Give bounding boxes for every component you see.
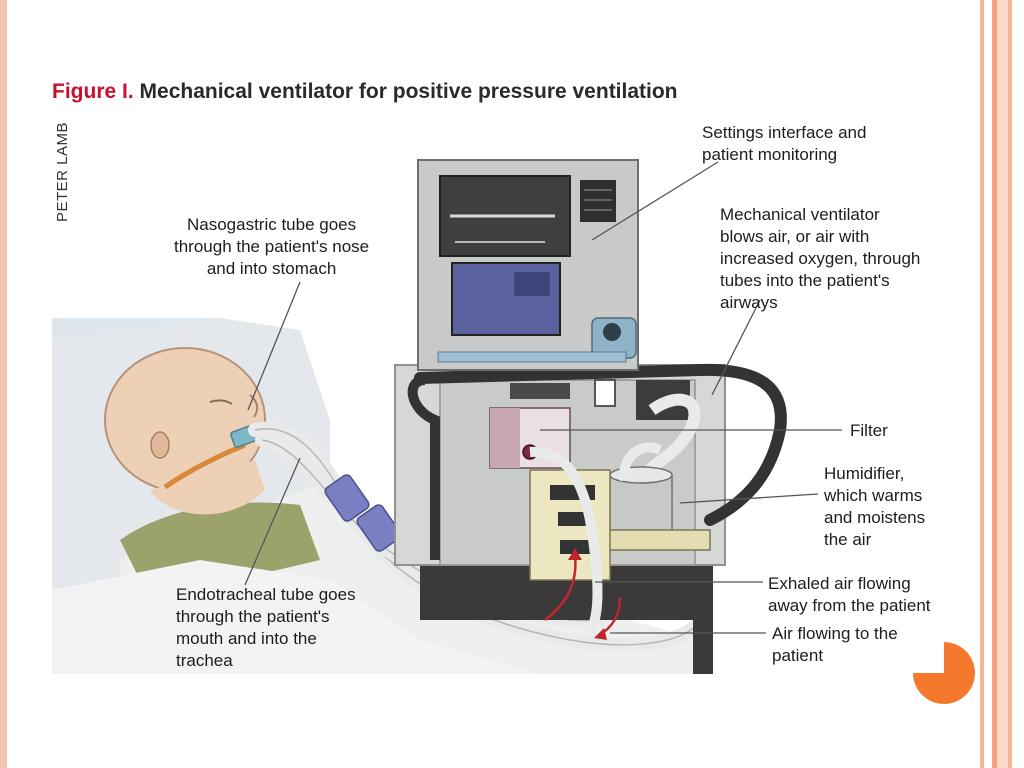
callout-endotracheal-line: mouth and into the [176, 629, 317, 648]
leader-settings [591, 161, 719, 241]
callout-nasogastric: Nasogastric tube goes through the patien… [174, 214, 369, 280]
leader-humidifier [679, 493, 819, 504]
callout-humidifier-line: the air [824, 530, 872, 549]
patient-ear [150, 431, 170, 459]
callout-ventilator-line: airways [720, 293, 778, 312]
callout-exhaled-line: away from the patient [768, 596, 931, 615]
callout-settings: Settings interface and patient monitorin… [702, 122, 866, 166]
callout-air-to-patient: Air flowing to the patient [772, 623, 898, 667]
monitor-keypad [437, 351, 627, 363]
callout-humidifier-line: which warms [824, 486, 923, 505]
callout-exhaled-line: Exhaled air flowing [768, 574, 911, 593]
callout-endotracheal-line: Endotracheal tube goes [176, 585, 356, 604]
callout-humidifier: Humidifier, which warms and moistens the… [824, 463, 925, 551]
corner-badge-icon [913, 642, 975, 704]
callout-humidifier-line: and moistens [824, 508, 926, 527]
callout-filter: Filter [850, 420, 888, 442]
slide-border-right [978, 0, 1024, 768]
tube-connector-1 [324, 474, 370, 522]
callout-filter-line: Filter [850, 421, 888, 440]
tube-connector-2 [356, 504, 402, 552]
leader-nasogastric [247, 281, 301, 411]
callout-settings-line: Settings interface and [702, 123, 867, 142]
callout-humidifier-line: Humidifier, [824, 464, 905, 483]
ventilator-slot [510, 383, 570, 399]
callout-air-to-patient-line: Air flowing to the [772, 624, 898, 643]
callout-nasogastric-line: and into stomach [206, 259, 337, 278]
leader-ventilator [711, 299, 761, 396]
callout-ventilator-line: increased oxygen, through [720, 249, 921, 268]
ventilator-button [594, 379, 616, 407]
slide-border-left [0, 0, 7, 768]
callout-air-to-patient-line: patient [772, 646, 824, 665]
callout-ventilator-line: blows air, or air with [720, 227, 870, 246]
callout-nasogastric-line: Nasogastric tube goes [186, 215, 357, 234]
figure-label: Figure I. [52, 80, 134, 103]
callout-ventilator-line: Mechanical ventilator [720, 205, 880, 224]
callout-endotracheal: Endotracheal tube goes through the patie… [176, 584, 356, 672]
callout-settings-line: patient monitoring [702, 145, 838, 164]
leader-endotracheal [244, 457, 301, 586]
patient-neck [150, 460, 265, 515]
patient-nose [249, 394, 259, 418]
callout-ventilator: Mechanical ventilator blows air, or air … [720, 204, 920, 314]
callout-exhaled: Exhaled air flowing away from the patien… [768, 573, 931, 617]
figure-caption: Mechanical ventilator for positive press… [139, 80, 678, 103]
callout-ventilator-line: tubes into the patient's [720, 271, 890, 290]
callout-endotracheal-line: trachea [176, 651, 233, 670]
nasogastric-tube [163, 442, 246, 490]
callout-nasogastric-line: through the patient's nose [174, 237, 370, 256]
sheet [52, 560, 540, 674]
exhaled-flow-arrow [544, 554, 577, 621]
patient-eye [209, 399, 233, 405]
monitor-panel [580, 180, 616, 222]
control-knob [603, 323, 621, 341]
callout-endotracheal-line: through the patient's [176, 607, 330, 626]
figure-title: Figure I. Mechanical ventilator for posi… [52, 80, 678, 104]
